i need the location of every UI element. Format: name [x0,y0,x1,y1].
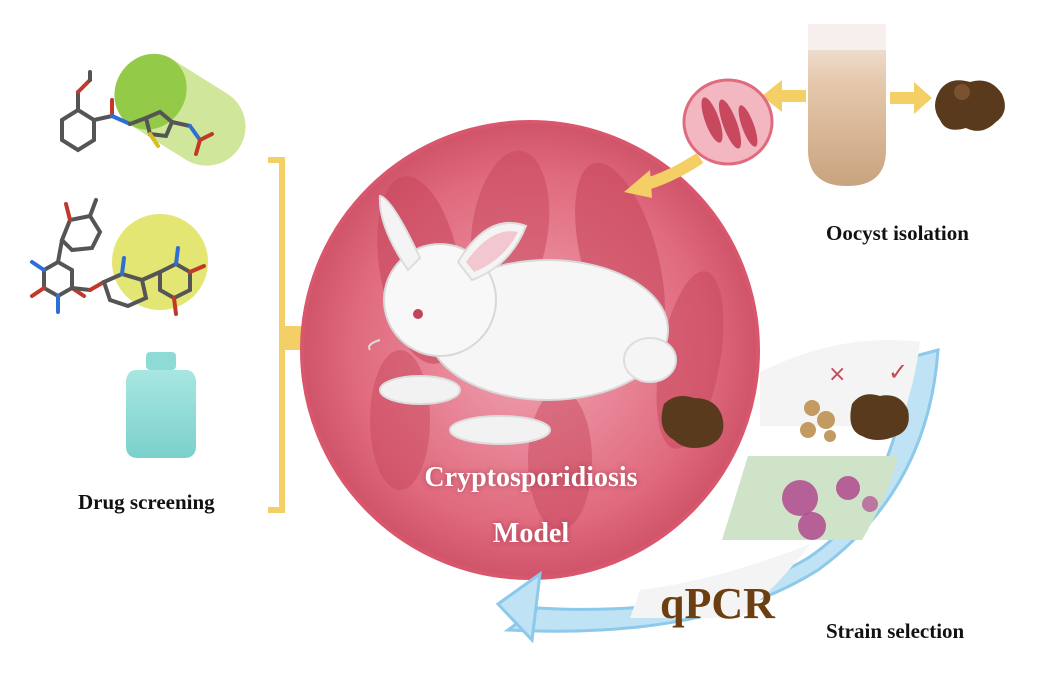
oocyst-isolation-label: Oocyst isolation [826,221,969,245]
arrow-icon [624,170,652,198]
intestine-icon [682,78,774,166]
test-tube-icon [808,24,886,186]
rabbit-icon [368,194,677,445]
drug-screening-label: Drug screening [78,490,215,514]
drug-molecule-icon [30,198,208,316]
feces-icon [935,80,1005,131]
bracket-icon [268,157,285,513]
strain-selection-label: Strain selection [826,619,965,643]
arrow-icon [890,82,932,114]
arrow-icon [762,80,806,112]
reject-mark: × [828,362,847,387]
model-title-line1: Cryptosporidiosis [424,462,638,493]
model-title-line2: Model [492,518,570,549]
accept-mark: ✓ [888,358,909,386]
feces-icon [800,394,909,442]
drug-molecule-icon [60,70,214,156]
microscope-cells-icon [782,476,878,540]
drug-capsule-icon [114,53,246,166]
qpcr-label: qPCR [660,579,775,628]
feces-icon [661,396,724,448]
drug-bottle-icon [126,352,196,458]
